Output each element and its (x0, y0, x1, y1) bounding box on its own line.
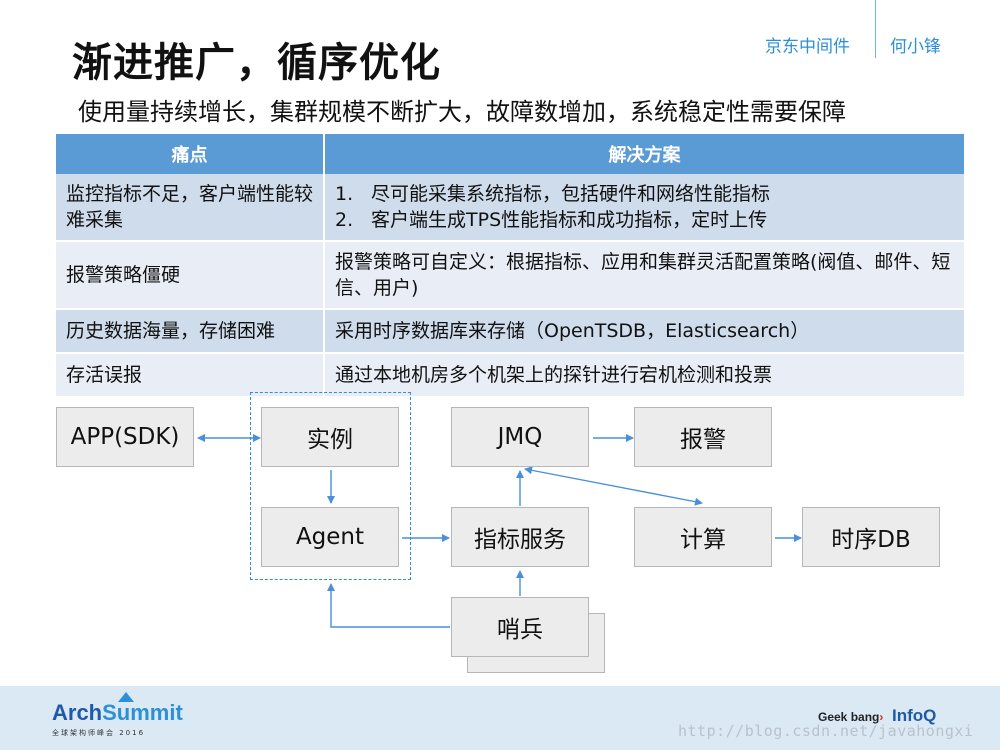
list-number: 1. (335, 183, 354, 205)
diagram-connectors (197, 434, 802, 628)
app-sdk-node: APP(SDK) (56, 407, 194, 467)
footer-bar: ArchSummit 全球架构师峰会 2016 http://blog.csdn… (0, 686, 1000, 750)
header-solution: 解决方案 (324, 134, 964, 174)
architecture-diagram: APP(SDK) 实例 Agent JMQ 报警 指标服务 计算 时序DB 哨兵 (0, 385, 1000, 685)
solution-text: 客户端生成TPS性能指标和成功指标，定时上传 (371, 209, 768, 231)
alarm-node: 报警 (634, 407, 772, 467)
pain-cell: 历史数据海量，存储困难 (56, 309, 325, 354)
solution-line: 1. 尽可能采集系统指标，包括硬件和网络性能指标 (335, 181, 954, 207)
node-label: 哨兵 (497, 617, 543, 643)
slide-subtitle: 使用量持续增长，集群规模不断扩大，故障数增加，系统稳定性需要保障 (78, 98, 846, 126)
solution-cell: 采用时序数据库来存储（OpenTSDB，Elasticsearch） (324, 309, 964, 354)
header-pain: 痛点 (56, 134, 325, 174)
pain-solution-table: 痛点 解决方案 监控指标不足，客户端性能较难采集 1. 尽可能采集系统指标，包括硬… (56, 134, 964, 398)
watermark-url: http://blog.csdn.net/javahongxi (678, 722, 974, 740)
node-label: 指标服务 (474, 527, 566, 553)
archsummit-tagline: 全球架构师峰会 2016 (52, 729, 146, 737)
table-row: 历史数据海量，存储困难 采用时序数据库来存储（OpenTSDB，Elastics… (56, 309, 964, 354)
header-divider (875, 0, 876, 58)
solution-cell: 1. 尽可能采集系统指标，包括硬件和网络性能指标 2. 客户端生成TPS性能指标和成… (324, 174, 964, 242)
compute-node: 计算 (634, 507, 772, 567)
logo-part: Geek bang (818, 710, 880, 724)
metrics-service-node: 指标服务 (451, 507, 589, 567)
solution-cell: 通过本地机房多个机架上的探针进行宕机检测和投票 (324, 353, 964, 398)
org-label: 京东中间件 (765, 37, 850, 57)
table-header-row: 痛点 解决方案 (56, 134, 964, 174)
solution-line: 2. 客户端生成TPS性能指标和成功指标，定时上传 (335, 207, 954, 233)
pain-cell: 报警策略僵硬 (56, 241, 325, 310)
tsdb-node: 时序DB (802, 507, 940, 567)
logo-part: › (879, 710, 884, 724)
author-label: 何小锋 (890, 37, 941, 57)
instance-group-boundary (250, 392, 411, 580)
table-row: 报警策略僵硬 报警策略可自定义：根据指标、应用和集群灵活配置策略(阀值、邮件、短… (56, 241, 964, 310)
sentinel-node: 哨兵 (451, 597, 589, 657)
solution-text: 尽可能采集系统指标，包括硬件和网络性能指标 (371, 183, 771, 205)
geekbang-logo: Geek bang› (818, 710, 883, 724)
pain-cell: 监控指标不足，客户端性能较难采集 (56, 174, 325, 242)
edge-jmq-compute (524, 466, 703, 506)
node-label: 报警 (680, 427, 726, 453)
node-label: 时序DB (831, 527, 911, 553)
instance-node: 实例 (261, 407, 399, 467)
logo-part: Summit (102, 700, 183, 725)
solution-cell: 报警策略可自定义：根据指标、应用和集群灵活配置策略(阀值、邮件、短信、用户) (324, 241, 964, 310)
archsummit-logo: ArchSummit (52, 700, 183, 726)
table-row: 存活误报 通过本地机房多个机架上的探针进行宕机检测和投票 (56, 353, 964, 398)
node-label: Agent (295, 524, 365, 550)
edge-sentinel-agent (327, 583, 450, 628)
logo-part: Arch (52, 700, 103, 725)
table-row: 监控指标不足，客户端性能较难采集 1. 尽可能采集系统指标，包括硬件和网络性能指标… (56, 174, 964, 242)
agent-node: Agent (261, 507, 399, 567)
node-label: APP(SDK) (70, 424, 180, 450)
slide-title: 渐进推广，循序优化 (72, 40, 441, 86)
node-label: JMQ (497, 424, 543, 450)
list-number: 2. (335, 209, 354, 231)
mountain-icon (118, 692, 134, 702)
node-label: 计算 (680, 527, 726, 553)
infoq-logo: InfoQ (892, 706, 937, 725)
jmq-node: JMQ (451, 407, 589, 467)
pain-cell: 存活误报 (56, 353, 325, 398)
node-label: 实例 (307, 427, 353, 453)
